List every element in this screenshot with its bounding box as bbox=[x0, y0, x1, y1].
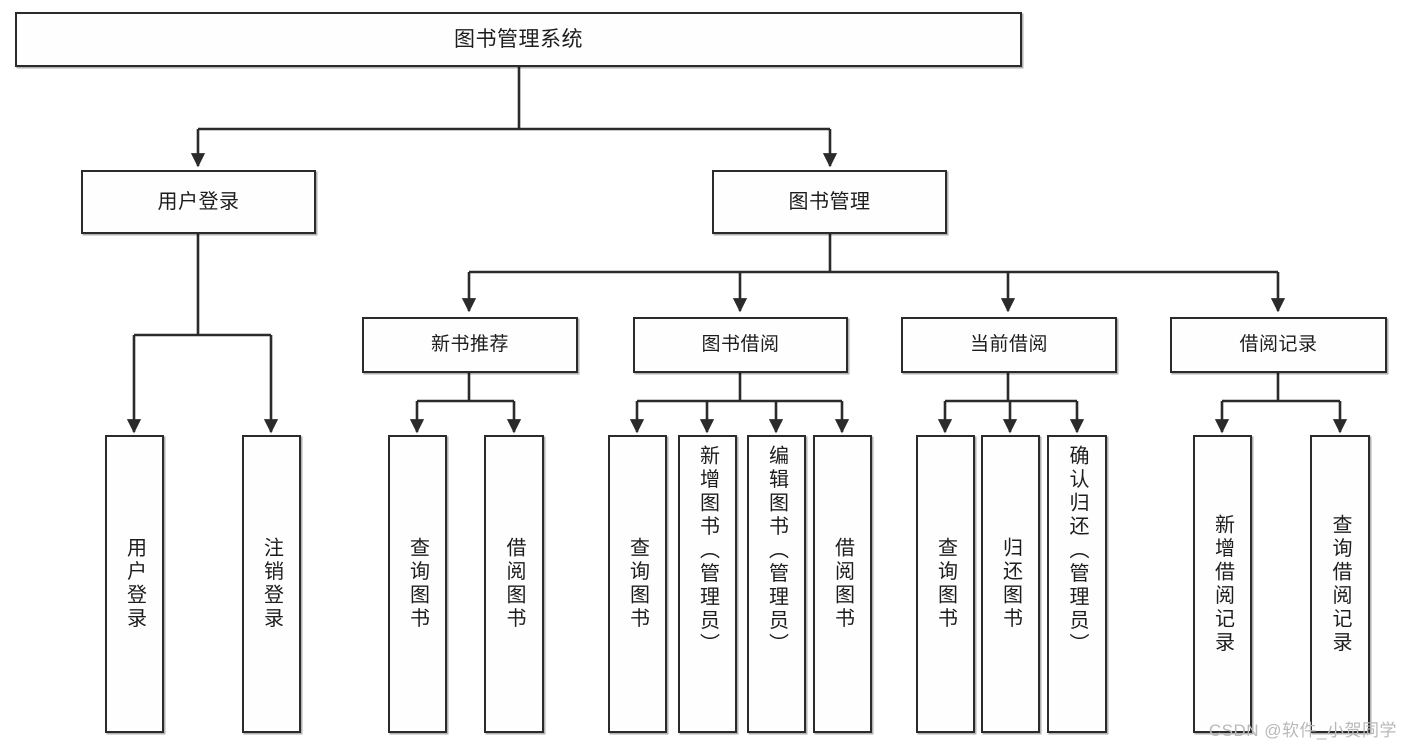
node-new-book-rec-label: 新书推荐 bbox=[430, 334, 509, 356]
node-book-manage-label: 图书管理 bbox=[788, 190, 871, 213]
node-leaf-borrow-book-2[interactable]: 借阅图书 bbox=[813, 435, 872, 733]
node-leaf-borrow-book-1[interactable]: 借阅图书 bbox=[484, 435, 544, 733]
node-user-login[interactable]: 用户登录 bbox=[81, 170, 316, 234]
node-leaf-edit-book-admin-label: 编辑图书（管理员） bbox=[765, 445, 788, 657]
node-borrow-record-label: 借阅记录 bbox=[1239, 334, 1318, 356]
node-leaf-borrow-book-2-label: 借阅图书 bbox=[831, 537, 854, 631]
node-leaf-logout-label: 注销登录 bbox=[260, 537, 283, 631]
node-leaf-confirm-return-admin[interactable]: 确认归还（管理员） bbox=[1047, 435, 1107, 733]
node-leaf-query-book-1[interactable]: 查询图书 bbox=[388, 435, 447, 733]
node-leaf-add-book-admin-label: 新增图书（管理员） bbox=[696, 445, 719, 657]
node-root-label: 图书管理系统 bbox=[454, 27, 583, 51]
node-leaf-query-book-3[interactable]: 查询图书 bbox=[916, 435, 975, 733]
node-leaf-borrow-book-1-label: 借阅图书 bbox=[503, 537, 525, 631]
node-leaf-query-borrow-record-label: 查询借阅记录 bbox=[1329, 513, 1351, 655]
node-leaf-logout[interactable]: 注销登录 bbox=[242, 435, 301, 733]
node-leaf-return-book-label: 归还图书 bbox=[999, 537, 1022, 631]
node-borrow-record[interactable]: 借阅记录 bbox=[1170, 317, 1387, 373]
node-user-login-label: 用户登录 bbox=[157, 190, 240, 213]
node-current-borrow-label: 当前借阅 bbox=[969, 334, 1048, 356]
node-leaf-confirm-return-admin-label: 确认归还（管理员） bbox=[1066, 445, 1088, 657]
node-book-borrow[interactable]: 图书借阅 bbox=[633, 317, 848, 373]
node-root[interactable]: 图书管理系统 bbox=[15, 12, 1022, 67]
node-leaf-add-borrow-record[interactable]: 新增借阅记录 bbox=[1193, 435, 1252, 733]
node-leaf-query-book-1-label: 查询图书 bbox=[406, 537, 429, 631]
node-leaf-query-book-2[interactable]: 查询图书 bbox=[608, 435, 667, 733]
node-book-borrow-label: 图书借阅 bbox=[701, 334, 780, 356]
node-leaf-edit-book-admin[interactable]: 编辑图书（管理员） bbox=[747, 435, 806, 733]
node-leaf-return-book[interactable]: 归还图书 bbox=[981, 435, 1040, 733]
node-leaf-add-book-admin[interactable]: 新增图书（管理员） bbox=[678, 435, 737, 733]
node-leaf-user-login[interactable]: 用户登录 bbox=[105, 435, 164, 733]
node-new-book-rec[interactable]: 新书推荐 bbox=[362, 317, 578, 373]
node-leaf-query-book-2-label: 查询图书 bbox=[626, 537, 649, 631]
node-leaf-user-login-label: 用户登录 bbox=[123, 537, 146, 631]
node-leaf-query-book-3-label: 查询图书 bbox=[934, 537, 957, 631]
node-leaf-add-borrow-record-label: 新增借阅记录 bbox=[1211, 513, 1234, 655]
node-book-manage[interactable]: 图书管理 bbox=[712, 170, 947, 234]
node-current-borrow[interactable]: 当前借阅 bbox=[901, 317, 1117, 373]
node-leaf-query-borrow-record[interactable]: 查询借阅记录 bbox=[1310, 435, 1370, 733]
